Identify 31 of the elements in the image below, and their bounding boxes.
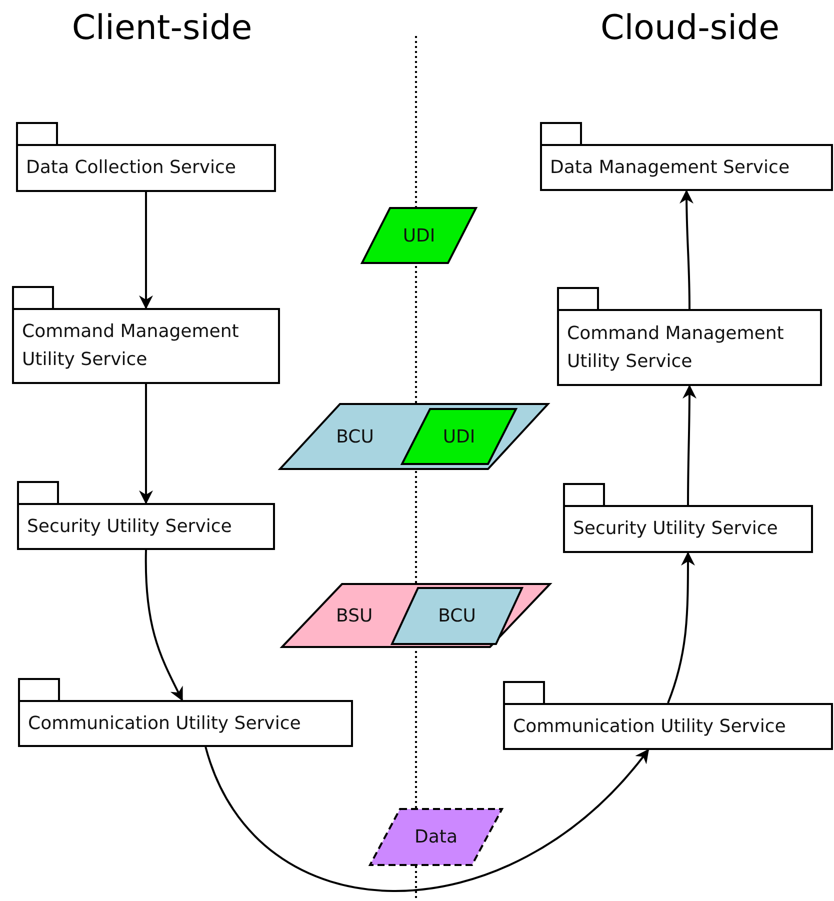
parallelogram-label: BSU bbox=[336, 605, 373, 626]
package-box bbox=[557, 287, 822, 386]
parallelogram-label: Data bbox=[414, 826, 458, 848]
package-box bbox=[563, 483, 813, 553]
package-box bbox=[503, 681, 833, 750]
package-box bbox=[540, 122, 833, 191]
parallelogram-label: BCU bbox=[438, 606, 476, 626]
arrow bbox=[680, 190, 694, 309]
package-label: Command Management Utility Service bbox=[22, 320, 240, 372]
arrow bbox=[204, 746, 650, 892]
package-box bbox=[12, 286, 280, 384]
package-label: Command Management Utility Service bbox=[567, 322, 785, 374]
package-box bbox=[17, 481, 275, 550]
package-label: Security Utility Service bbox=[573, 517, 778, 541]
package-label: Communication Utility Service bbox=[513, 714, 786, 738]
parallelogram-label: BCU bbox=[336, 426, 374, 447]
parallelogram-label: UDI bbox=[442, 426, 476, 447]
arrow bbox=[682, 384, 696, 505]
package-label: Data Management Service bbox=[550, 156, 790, 180]
package-box bbox=[16, 122, 276, 192]
package-box bbox=[18, 678, 353, 747]
side-heading: Cloud-side bbox=[600, 8, 780, 48]
package-label: Communication Utility Service bbox=[28, 712, 301, 736]
arrow bbox=[139, 192, 153, 310]
parallelogram-label: UDI bbox=[402, 225, 436, 246]
arrow bbox=[139, 384, 153, 504]
package-label: Security Utility Service bbox=[27, 514, 232, 538]
arrow bbox=[144, 550, 184, 702]
arrow bbox=[667, 552, 695, 704]
side-heading: Client-side bbox=[72, 8, 252, 48]
package-label: Data Collection Service bbox=[26, 156, 236, 180]
